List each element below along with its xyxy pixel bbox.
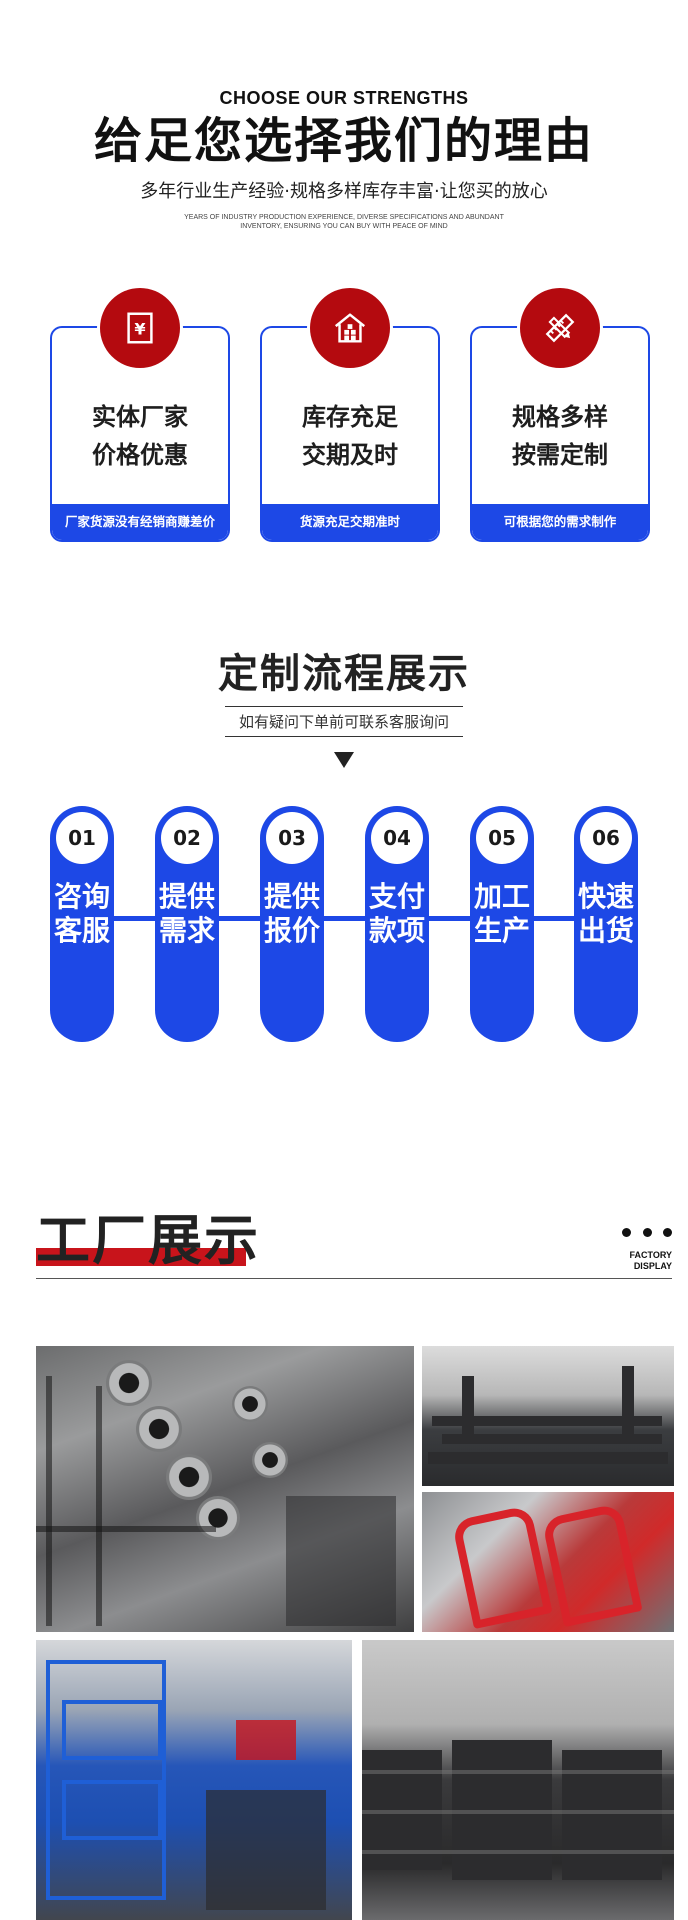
process-step: 01 咨询客服 [50,806,114,1042]
feature-card-title: 实体厂家 价格优惠 [52,398,228,474]
step-label: 快速出货 [577,880,634,947]
step-label: 提供需求 [158,880,215,947]
strengths-cn-subtitle: 多年行业生产经验·规格多样库存丰富·让您买的放心 [140,181,548,202]
factory-en-line2: DISPLAY [633,1261,672,1271]
step-label: 加工生产 [473,880,530,947]
warehouse-icon [310,288,390,368]
step-number: 05 [476,812,528,864]
factory-title-block: 工厂展示 [36,1210,276,1274]
process-subtitle-box: 如有疑问下单前可联系客服询问 [224,706,463,737]
feature-card-title-line2: 价格优惠 [92,441,188,469]
factory-en-label: FACTORY DISPLAY [629,1250,672,1272]
feature-card-bar: 厂家货源没有经销商赚差价 [52,504,228,540]
strengths-en-fine-line1: YEARS OF INDUSTRY PRODUCTION EXPERIENCE,… [184,214,504,221]
feature-card-title: 库存充足 交期及时 [262,398,438,474]
factory-photo-dark-stands [362,1640,674,1920]
feature-card-custom: 规格多样 按需定制 可根据您的需求制作 [470,326,650,542]
process-step: 04 支付款项 [365,806,429,1042]
strengths-en-title: CHOOSE OUR STRENGTHS [219,88,469,108]
feature-cards: 实体厂家 价格优惠 厂家货源没有经销商赚差价 库存充足 交期及时 货源充足交期准… [50,288,650,543]
step-number: 06 [580,812,632,864]
process-subtitle: 如有疑问下单前可联系客服询问 [238,713,449,731]
factory-en-line1: FACTORY [629,1250,672,1260]
step-label: 支付款项 [368,880,425,947]
step-label: 提供报价 [263,880,320,947]
feature-card-title-line1: 规格多样 [512,403,608,431]
more-dots-icon [622,1228,672,1238]
factory-divider [36,1278,672,1279]
feature-card-title-line2: 按需定制 [512,441,608,469]
step-number: 03 [266,812,318,864]
factory-header: 工厂展示 FACTORY DISPLAY [36,1210,672,1282]
factory-photo-red-brackets [422,1492,674,1632]
feature-card-title-line1: 实体厂家 [92,403,188,431]
factory-photo-rollers [36,1346,414,1632]
feature-card-title: 规格多样 按需定制 [472,398,648,474]
process-step: 03 提供报价 [260,806,324,1042]
process-title: 定制流程展示 [218,651,470,697]
feature-card-bar: 可根据您的需求制作 [472,504,648,540]
strengths-en-fine-line2: INVENTORY, ENSURING YOU CAN BUY WITH PEA… [240,223,448,230]
factory-photo-grid [36,1346,674,1920]
down-arrow-icon [334,752,354,768]
step-number: 01 [56,812,108,864]
step-label: 咨询客服 [53,880,110,947]
ruler-pencil-icon [520,288,600,368]
factory-title-underline [36,1248,246,1266]
yen-document-icon: ¥ [100,288,180,368]
feature-card-title-line2: 交期及时 [302,441,398,469]
feature-card-title-line1: 库存充足 [302,403,398,431]
process-header: 定制流程展示 如有疑问下单前可联系客服询问 [0,648,688,737]
strengths-header: CHOOSE OUR STRENGTHS 给足您选择我们的理由 多年行业生产经验… [0,88,688,231]
step-number: 04 [371,812,423,864]
factory-photo-blue-racks [36,1640,352,1920]
process-step: 06 快速出货 [574,806,638,1042]
factory-photo-frames [422,1346,674,1486]
feature-card-bar: 货源充足交期准时 [262,504,438,540]
process-step: 02 提供需求 [155,806,219,1042]
steps-connector-line [70,916,618,921]
strengths-cn-title: 给足您选择我们的理由 [93,113,594,169]
process-step: 05 加工生产 [470,806,534,1042]
process-steps: 01 咨询客服 02 提供需求 03 提供报价 04 支付款项 05 加工生产 … [50,806,638,1042]
factory-title: 工厂展示 [36,1209,260,1272]
step-number: 02 [161,812,213,864]
strengths-en-fine-print: YEARS OF INDUSTRY PRODUCTION EXPERIENCE,… [0,213,688,231]
svg-text:¥: ¥ [134,320,146,339]
